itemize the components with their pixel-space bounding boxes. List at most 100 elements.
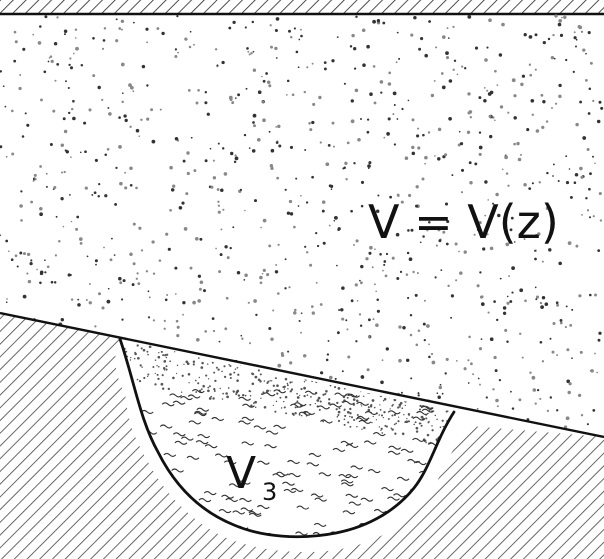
stipple-dot [189,30,192,33]
lens-dot [289,381,292,384]
lens-wave-mark [396,476,410,481]
lens-dot [133,357,136,360]
lens-dot [200,366,204,369]
lens-wave-mark [306,462,320,467]
stipple-dot [49,143,53,146]
stipple-dot [194,236,199,241]
lens-wave-mark [387,496,400,501]
lens-dot [230,373,232,376]
stipple-dot [345,178,348,181]
stipple-dot [212,176,217,180]
lens-wave-mark [363,440,377,445]
stipple-dot [444,202,449,206]
lens-wave-mark [290,487,304,493]
lens-dot [257,369,260,372]
stipple-dot [243,279,246,281]
lens-dot [356,399,359,403]
stipple-dot [529,73,533,77]
lens-dot [350,386,353,389]
stipple-dot [559,318,563,322]
stipple-dot [2,85,5,88]
stipple-dot [415,204,418,208]
lens-dot [156,373,159,376]
stipple-dot [589,172,592,176]
lens-dot [349,415,351,418]
stipple-dot [138,226,142,230]
stipple-dot [375,323,379,327]
stipple-dot [95,263,97,266]
lens-dot [317,396,321,400]
stipple-dot [489,337,494,342]
stipple-dot [18,86,22,91]
stipple-dot [520,82,524,87]
lens-dot [162,354,165,357]
lens-dot [213,371,216,374]
lens-dot [306,394,309,397]
stipple-dot [226,256,230,260]
lens-dot [285,412,288,415]
lens-wave-mark [416,410,429,416]
stipple-dot [407,296,410,300]
stipple-dot [574,172,579,177]
lens-dot [139,364,142,367]
stipple-dot [277,292,280,295]
stipple-dot [106,299,111,304]
stipple-dot [217,142,220,145]
lens-dot [192,363,195,366]
lens-dot [324,392,327,396]
lens-dot [283,385,286,388]
stipple-dot [410,33,414,37]
stipple-dot [275,264,278,266]
stipple-dot [256,137,261,142]
stipple-dot [592,99,595,102]
stipple-dot [347,355,351,359]
stipple-dot [507,184,510,187]
stipple-dot [578,294,582,298]
stipple-dot [103,246,105,249]
stipple-dot [502,306,507,310]
stipple-dot [400,200,404,204]
stipple-dot [568,382,572,386]
lens-wave-mark [360,497,374,502]
lens-dot [314,402,317,405]
lens-dot [263,406,267,409]
stipple-dot [440,72,444,75]
stipple-dot [589,61,593,65]
stipple-dot [539,301,543,305]
lens-dot [269,380,271,382]
stipple-dot [489,134,493,139]
lens-dot [200,388,203,390]
stipple-dot [395,61,398,64]
stipple-dot [102,39,106,42]
stipple-dot [501,168,504,171]
stipple-dot [479,271,482,274]
stipple-dot [5,239,9,243]
stipple-dot [250,52,253,55]
stipple-dot [450,316,453,319]
lens-dot [420,424,423,427]
stipple-dot [253,199,258,203]
stipple-dot [309,263,313,267]
stipple-dot [513,94,517,98]
stipple-dot [164,298,168,302]
stipple-dot [372,19,376,24]
lens-wave-mark [348,501,362,506]
stipple-dot [252,121,255,124]
lens-dot [362,395,365,398]
stipple-dot [520,153,522,156]
stipple-dot [39,207,43,211]
stipple-dot [575,38,578,41]
stipple-dot [496,318,499,322]
lens-dot [318,408,321,411]
stipple-dot [521,74,526,78]
stipple-dot [138,135,141,138]
lens-dot [304,377,308,381]
stipple-dot [431,360,436,365]
lens-dot [266,389,269,393]
stipple-dot [67,273,71,277]
stipple-dot [565,58,568,62]
lens-dot [180,391,183,393]
interface-line [0,311,604,439]
stipple-dot [174,293,177,295]
stipple-dot [244,273,248,278]
